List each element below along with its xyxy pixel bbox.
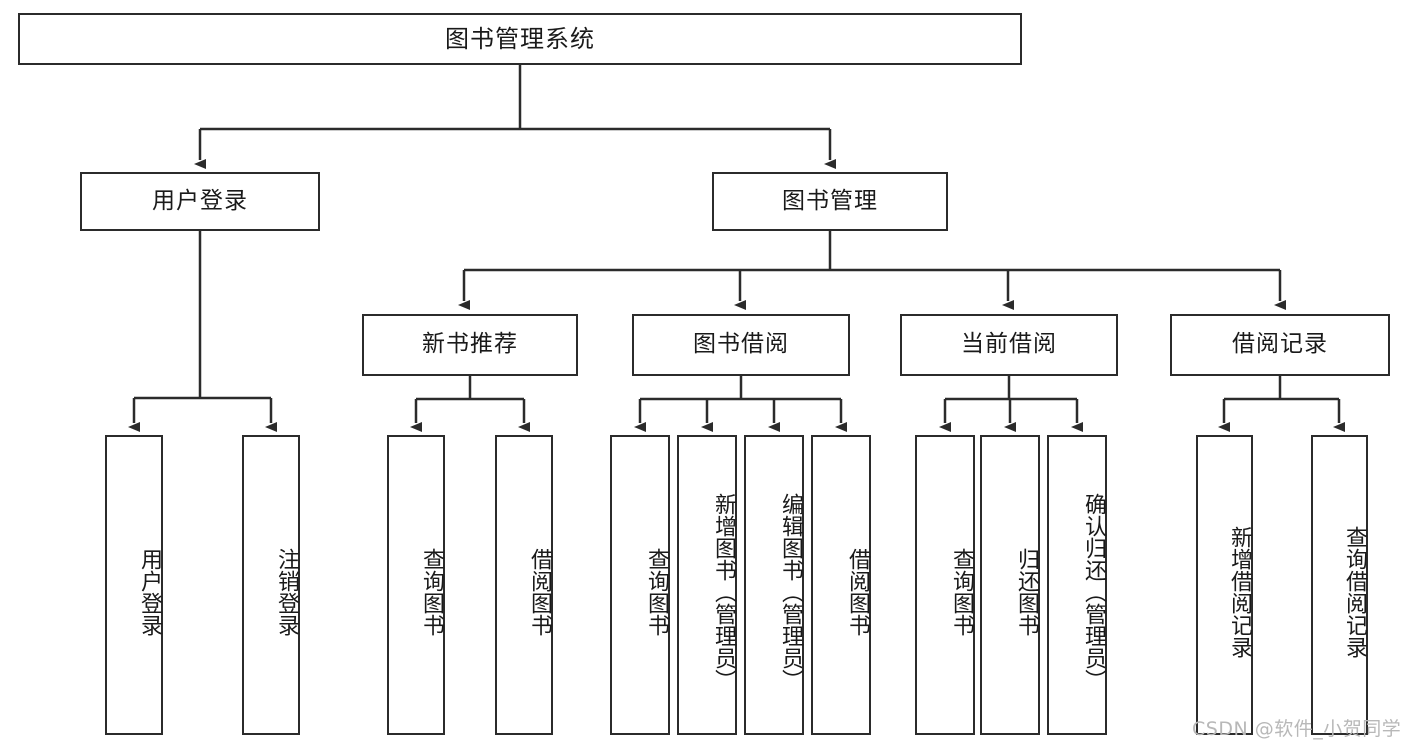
node-root-book-management-system[interactable]: 图书管理系统 <box>18 13 1022 65</box>
node-new-book-recommendation[interactable]: 新书推荐 <box>362 314 578 376</box>
leaf-add-borrow-record[interactable]: 新增借阅记录 <box>1196 435 1253 735</box>
leaf-user-login[interactable]: 用户登录 <box>105 435 163 735</box>
leaf-query-book-current[interactable]: 查询图书 <box>915 435 975 735</box>
leaf-query-book-borrowing[interactable]: 查询图书 <box>610 435 670 735</box>
node-current-borrowing[interactable]: 当前借阅 <box>900 314 1118 376</box>
csdn-watermark: CSDN @软件_小贺同学 <box>1192 718 1402 740</box>
node-borrowing-record[interactable]: 借阅记录 <box>1170 314 1390 376</box>
leaf-borrow-book-recommendation[interactable]: 借阅图书 <box>495 435 553 735</box>
leaf-query-book-recommendation[interactable]: 查询图书 <box>387 435 445 735</box>
node-book-management[interactable]: 图书管理 <box>712 172 948 231</box>
node-book-borrowing[interactable]: 图书借阅 <box>632 314 850 376</box>
leaf-edit-book-admin[interactable]: 编辑图书（管理员） <box>744 435 804 735</box>
leaf-logout-login[interactable]: 注销登录 <box>242 435 300 735</box>
leaf-add-book-admin[interactable]: 新增图书（管理员） <box>677 435 737 735</box>
leaf-query-borrow-record[interactable]: 查询借阅记录 <box>1311 435 1368 735</box>
leaf-confirm-return-admin[interactable]: 确认归还（管理员） <box>1047 435 1107 735</box>
leaf-return-book[interactable]: 归还图书 <box>980 435 1040 735</box>
node-user-login[interactable]: 用户登录 <box>80 172 320 231</box>
leaf-borrow-book-borrowing[interactable]: 借阅图书 <box>811 435 871 735</box>
